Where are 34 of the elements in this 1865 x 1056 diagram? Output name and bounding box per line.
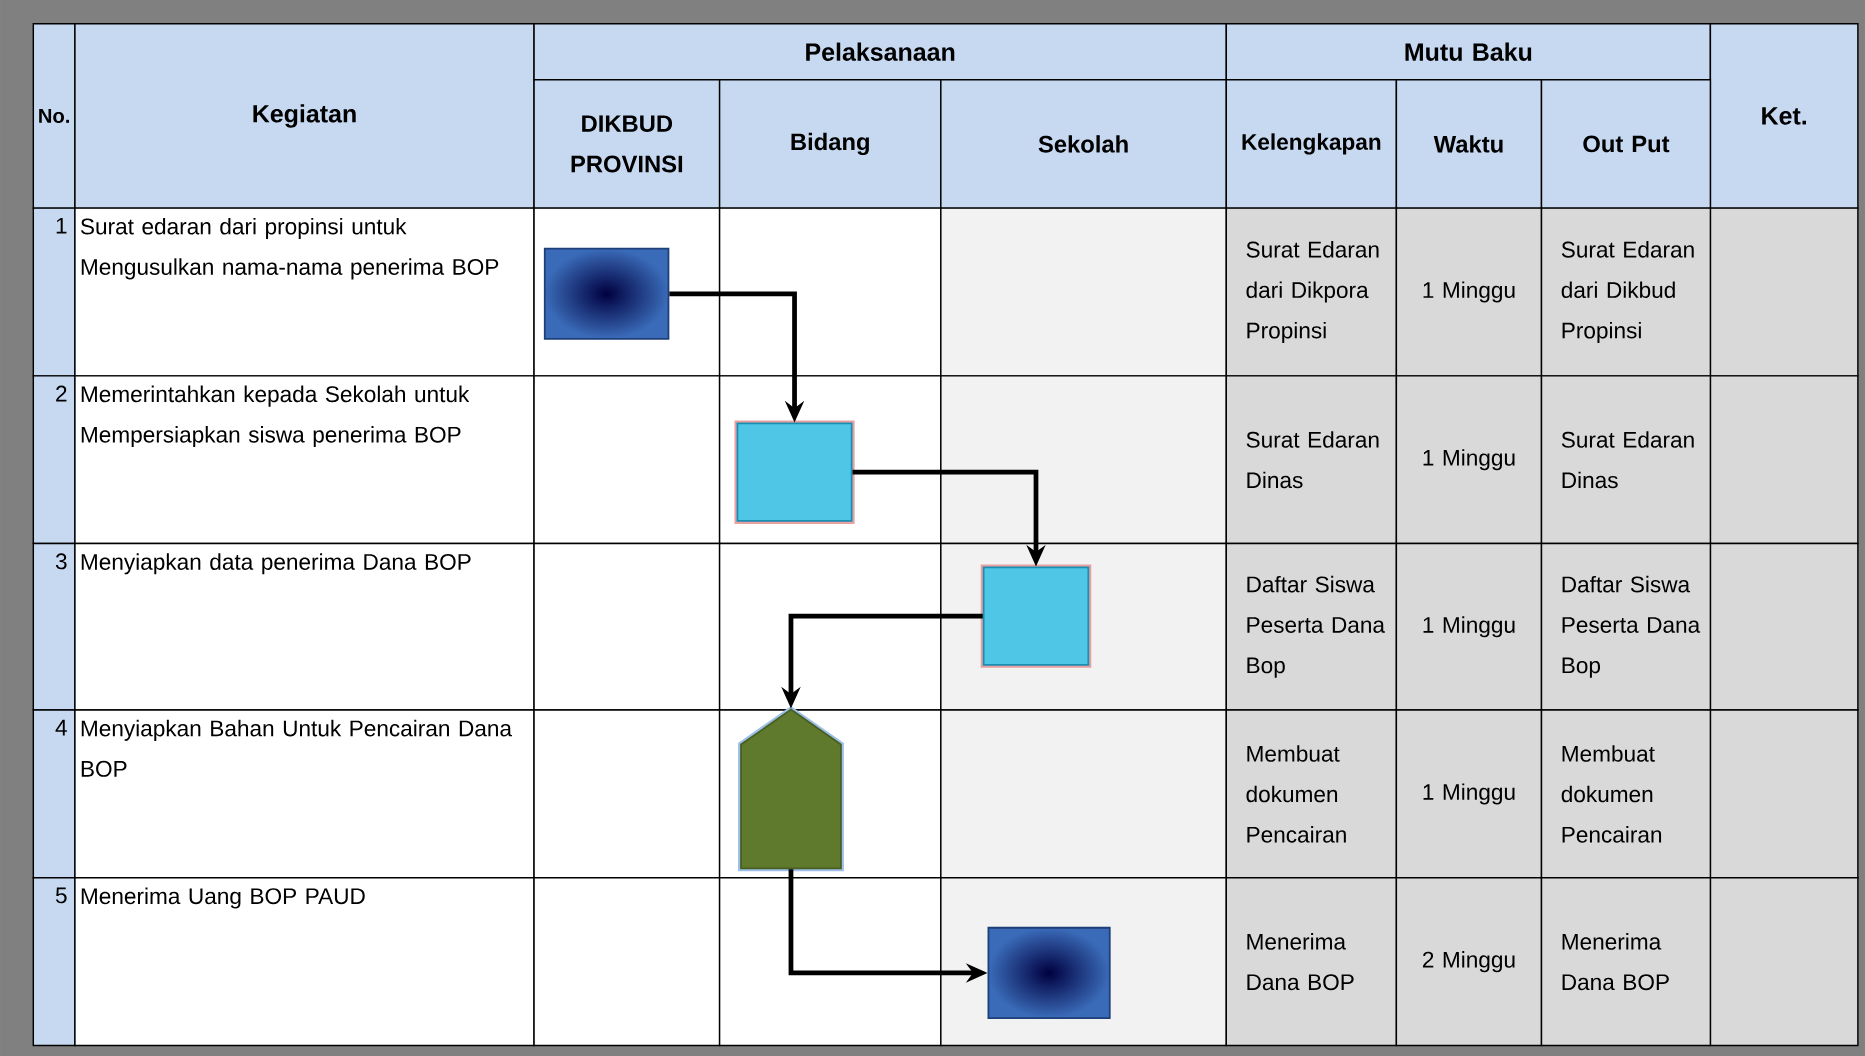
header-cell: Bidang bbox=[718, 78, 942, 209]
table-cell: Membuat dokumen Pencairan bbox=[1225, 709, 1398, 879]
header-cell: Out Put bbox=[1540, 78, 1712, 209]
table-cell: 1 bbox=[32, 207, 76, 377]
process-box bbox=[543, 247, 670, 340]
table-cell: Menerima Dana BOP bbox=[1225, 876, 1398, 1047]
table-cell: Surat Edaran dari Dikpora Propinsi bbox=[1225, 207, 1398, 377]
table-cell: Membuat dokumen Pencairan bbox=[1540, 709, 1712, 879]
header-cell: Waktu bbox=[1395, 78, 1543, 209]
table-cell: 1 Minggu bbox=[1395, 375, 1543, 545]
table-cell: 4 bbox=[32, 709, 76, 879]
header-cell: Mutu Baku bbox=[1225, 22, 1712, 81]
process-box bbox=[987, 926, 1111, 1019]
table-cell: 1 Minggu bbox=[1395, 542, 1543, 711]
header-cell: Ket. bbox=[1709, 22, 1859, 209]
header-cell: Kelengkapan bbox=[1225, 78, 1398, 209]
table-cell: 1 Minggu bbox=[1395, 207, 1543, 377]
process-box bbox=[980, 564, 1092, 668]
table-cell: 2 bbox=[32, 375, 76, 545]
table-cell: Daftar Siswa Peserta Dana Bop bbox=[1540, 542, 1712, 711]
header-cell: Sekolah bbox=[940, 78, 1227, 209]
table-cell: 5 bbox=[32, 876, 76, 1047]
table-cell: 1 Minggu bbox=[1395, 709, 1543, 879]
table-cell: 2 Minggu bbox=[1395, 876, 1543, 1047]
header-cell: No. bbox=[32, 22, 76, 209]
table-cell: Daftar Siswa Peserta Dana Bop bbox=[1225, 542, 1398, 711]
table-cell: Surat Edaran Dinas bbox=[1225, 375, 1398, 545]
table-cell: Menerima Dana BOP bbox=[1540, 876, 1712, 1047]
process-box bbox=[734, 420, 855, 524]
table-cell: 3 bbox=[32, 542, 76, 711]
header-cell: Pelaksanaan bbox=[533, 22, 1227, 81]
table-cell: Surat Edaran Dinas bbox=[1540, 375, 1712, 545]
header-cell: DIKBUD PROVINSI bbox=[533, 78, 721, 209]
table-cell: Surat Edaran dari Dikbud Propinsi bbox=[1540, 207, 1712, 377]
